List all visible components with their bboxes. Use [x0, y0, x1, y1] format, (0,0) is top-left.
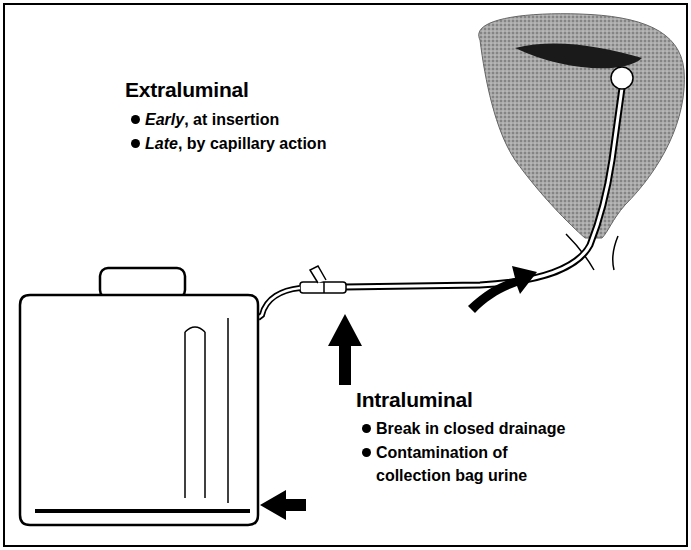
bag-seam — [227, 318, 229, 503]
catheter — [345, 88, 622, 287]
drainage-tube — [258, 288, 300, 318]
extraluminal-arrow — [468, 266, 537, 313]
bullet-dot — [362, 448, 371, 457]
catheter-junction — [300, 282, 346, 293]
bullet-dot — [131, 115, 140, 124]
bag-urine-line — [35, 509, 250, 513]
bullet-dot — [362, 424, 371, 433]
urethra-line — [613, 236, 618, 270]
bladder-lumen — [515, 43, 642, 68]
bullet-note: Contamination of collection bag urine — [361, 441, 576, 487]
frame — [4, 4, 687, 546]
bullet-note: Break in closed drainage — [361, 417, 565, 440]
section-heading: Extraluminal — [125, 78, 249, 102]
collection-bag — [20, 295, 258, 525]
bullet-note: Late, by capillary action — [130, 132, 326, 155]
balloon — [611, 67, 633, 89]
bladder — [479, 14, 685, 238]
bag-seam — [204, 332, 206, 498]
bag-cap — [100, 268, 185, 298]
bullet-dot — [131, 139, 140, 148]
sampling-port — [310, 266, 326, 283]
catheter — [345, 88, 622, 287]
bag-arrow — [260, 490, 306, 520]
intraluminal-arrow — [328, 314, 362, 385]
bullet-note: Early, at insertion — [130, 108, 279, 131]
section-heading: Intraluminal — [356, 388, 473, 412]
drainage-tube — [258, 288, 300, 318]
bag-seam — [184, 332, 186, 498]
